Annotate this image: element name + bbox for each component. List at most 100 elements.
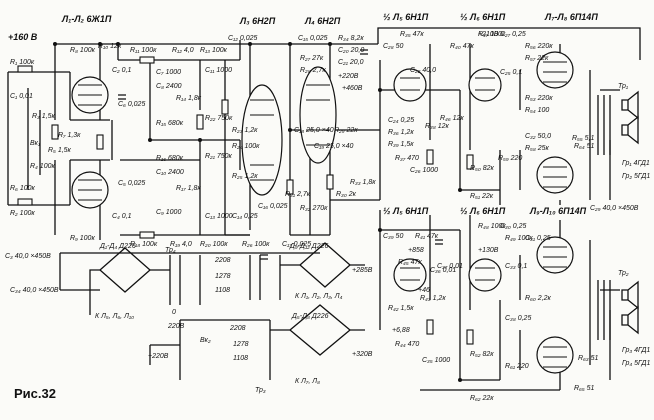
tube-l8 xyxy=(536,156,574,194)
component-label: С₁₅ 0,025 xyxy=(298,35,328,42)
psu-label-w2208b: 2208 xyxy=(229,325,246,332)
component-label: R₃₄ 8,2к xyxy=(338,35,364,42)
component-label: С₃₀ 0,25 xyxy=(500,223,526,230)
component-label: R₃₃ 1,8к xyxy=(350,179,376,186)
component-label: R₅₁ 22к xyxy=(470,193,494,200)
component-label: R₂₄ 100к xyxy=(232,143,260,150)
tube-header-l7-l8: Л₇-Л₈ 6П14П xyxy=(544,12,598,22)
component-label: R₃₉ 1,5к xyxy=(388,141,414,148)
component-label: +858 xyxy=(408,247,424,254)
tube-l5b xyxy=(393,258,427,292)
component-label: R₃₆ 1,2к xyxy=(388,129,414,136)
psu-label-w1108b: 1108 xyxy=(233,355,248,362)
component-label: С₁₀ 2400 xyxy=(156,169,184,176)
component-label: R₁₂ 4,0 xyxy=(172,47,194,54)
output-transformer-tr1 xyxy=(597,95,611,155)
component-label: R₃₈ 12к xyxy=(425,123,449,130)
component-label: R₁₅ 680к xyxy=(156,120,184,127)
component-label: С₂₇ 0,25 xyxy=(500,31,526,38)
tube-l5a xyxy=(393,68,427,102)
component-label: R₂₅ 1,2к xyxy=(232,173,258,180)
tube-l10 xyxy=(536,336,574,374)
component-label: R₄₁ 47к xyxy=(415,233,439,240)
tube-l2 xyxy=(71,171,109,209)
psu-label-heater1: К Л₅, Л₆, Л₁₀ xyxy=(95,313,134,320)
component-label: С₂₀ 20,0 xyxy=(338,47,364,54)
psu-label-w1278b: 1278 xyxy=(233,341,249,348)
component-label: С₆ 0,025 xyxy=(118,101,145,108)
component-label: R₁₈ 100к xyxy=(130,241,158,248)
tube-header-l9-l10: Л₉-Л₁₀ 6П14П xyxy=(529,206,587,216)
psu-label-n0: 0 xyxy=(172,309,176,316)
component-label: R₂₀ 100к xyxy=(200,241,228,248)
figure-caption: Рис.32 xyxy=(14,386,56,401)
psu-label-w1278: 1278 xyxy=(215,273,231,280)
component-label: С₁₉ 25,0 ×40 xyxy=(314,143,354,150)
component-label: R₁₉ 4,0 xyxy=(170,241,192,248)
component-label: R₁₀ 12к xyxy=(98,43,122,50)
tube-header-l1-l2: Л₁-Л₂ 6Ж1П xyxy=(61,14,112,24)
component-label: С₃₄ 40,0 ×450В xyxy=(10,287,59,294)
output-label-c29: С₂₉ 40,0 ×450В xyxy=(590,205,639,212)
component-label: R₆₅ 51 xyxy=(574,385,595,392)
component-label: R₅₀ 82к xyxy=(470,165,495,172)
component-label: R₄₃ 1,2к xyxy=(420,295,446,302)
tube-l6a xyxy=(468,68,502,102)
psu-label-d1: Д₁-Д₄ Д226 xyxy=(99,243,136,250)
component-label: R₄₉ 100к xyxy=(505,235,533,242)
component-label: Вк₁ xyxy=(30,140,41,147)
component-label: С₃₈ 0,25 xyxy=(505,315,531,322)
tube-header-l3: Л₃ 6Н2П xyxy=(239,16,276,26)
component-label: R₅₈ 25к xyxy=(525,145,550,152)
psu-label-w1108: 1108 xyxy=(215,287,230,294)
component-label: R₈ 100к xyxy=(70,47,96,54)
component-label: С₃₂ 50,0 xyxy=(525,133,551,140)
component-label: С₈ 2400 xyxy=(156,83,182,90)
component-label: R₁₄ 1,8к xyxy=(176,95,202,102)
component-label: С₂₈ 50 xyxy=(383,43,403,50)
component-label: С₁₆ 0,025 xyxy=(258,203,288,210)
component-label: R₄₅ 47к xyxy=(398,259,422,266)
component-label: R₃₇ 470 xyxy=(395,155,419,162)
junctions xyxy=(53,42,462,382)
tube-header-l5b: ½ Л₅ 6Н1П xyxy=(383,206,429,216)
output-label-tr1: Тр₁ xyxy=(618,83,629,90)
component-label: С₃₇ 0,01 xyxy=(437,263,463,270)
component-label: R₂₂ 750к xyxy=(205,115,233,122)
tube-l7 xyxy=(536,51,574,89)
tube-l1 xyxy=(71,76,109,114)
component-label: R₂₉ 22к xyxy=(334,127,358,134)
component-label: R₆ 100к xyxy=(10,185,35,192)
component-label: R₅₂ 82к xyxy=(470,351,494,358)
component-label: R₂ 100к xyxy=(10,210,35,217)
output-label-tr2: Тр₂ xyxy=(618,270,629,277)
component-label: С₂₄ 0,25 xyxy=(388,117,414,124)
psu-label-n220: 220В xyxy=(167,323,185,330)
component-label: R₃₅ 47к xyxy=(400,31,424,38)
speaker-icon xyxy=(621,280,639,335)
component-label: С₃₃ 0,1 xyxy=(505,263,527,270)
component-label: R₁₇ 1,8к xyxy=(176,185,201,192)
component-label: R₉ 100к xyxy=(70,235,95,242)
component-label: С₉ 1000 xyxy=(156,209,181,216)
component-label: R₁ 100к xyxy=(10,59,35,66)
tube-l3 xyxy=(241,84,283,196)
psu-label-heater2: К Л₁, Л₂, Л₃, Л₄ xyxy=(295,293,343,300)
psu-label-tr3: Тр₃ xyxy=(255,387,266,394)
component-label: С₃₁ 0,25 xyxy=(525,235,551,242)
component-label: С₄ 0,1 xyxy=(112,213,132,220)
component-label: С₂ 0,1 xyxy=(112,67,132,74)
component-label: +220В xyxy=(338,73,359,80)
component-label: R₂₃ 1,2к xyxy=(232,127,258,134)
psu-label-vk2: Вк₂ xyxy=(200,337,211,344)
component-label: R₅ 1,5к xyxy=(48,147,72,154)
psu-label-tr4: Тр₄ xyxy=(165,247,176,254)
component-label: +460В xyxy=(342,85,363,92)
component-label: R₅₉ 220 xyxy=(498,155,522,162)
component-label: R₃₂ 270к xyxy=(300,205,328,212)
tube-l9 xyxy=(536,236,574,274)
component-label: С₂₅ 0,1 xyxy=(500,69,522,76)
psu-label-w2208: 2208 xyxy=(214,257,231,264)
